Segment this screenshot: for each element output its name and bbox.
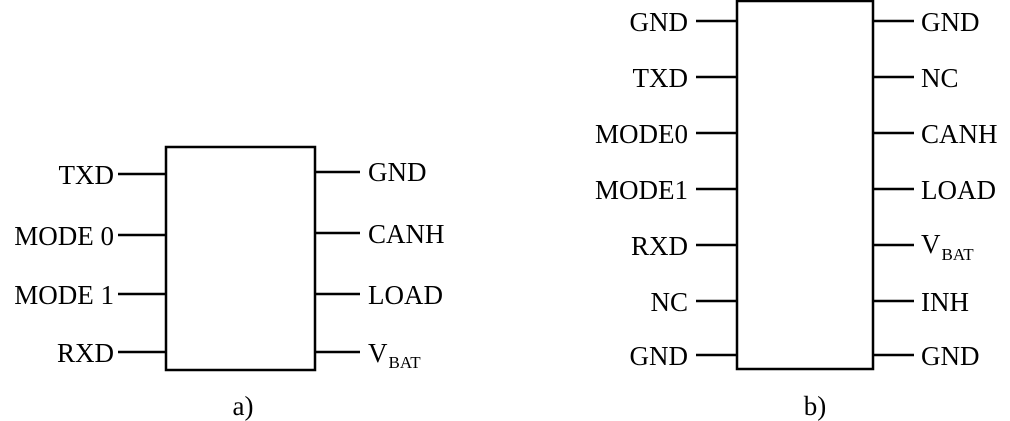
pin-label-left: MODE0 xyxy=(595,119,688,149)
pin-label-left: GND xyxy=(630,7,689,37)
pin-label-right: NC xyxy=(921,63,959,93)
pin-label-left: NC xyxy=(650,287,688,317)
pin-label-right: LOAD xyxy=(368,280,443,310)
pin-label-right: CANH xyxy=(368,219,445,249)
pin-label-right: VBAT xyxy=(921,229,974,264)
pin-label-right: VBAT xyxy=(368,338,421,372)
pin-label-right: INH xyxy=(921,287,969,317)
ic-package-a xyxy=(164,145,317,372)
pin-label-left: GND xyxy=(630,341,689,371)
pin-label-left: RXD xyxy=(57,338,114,368)
pin-label-left: TXD xyxy=(633,63,689,93)
pin-label-left: MODE 1 xyxy=(14,280,114,310)
pin-label-right: CANH xyxy=(921,119,998,149)
diagram-a: TXD MODE 0 MODE 1 RXD GND CANH LOAD VBAT… xyxy=(14,145,445,421)
diagram-b: GND TXD MODE0 MODE1 RXD NC GND GND NC CA… xyxy=(595,0,998,421)
ic-package-b xyxy=(735,0,875,371)
pin-label-right: GND xyxy=(368,157,427,187)
pin-label-left: RXD xyxy=(631,231,688,261)
pin-label-right: LOAD xyxy=(921,175,996,205)
caption-a: a) xyxy=(233,391,254,421)
pin-label-right: GND xyxy=(921,7,980,37)
pin-label-left: MODE 0 xyxy=(14,221,114,251)
pin-label-right: GND xyxy=(921,341,980,371)
caption-b: b) xyxy=(804,391,827,421)
pin-label-left: TXD xyxy=(59,160,115,190)
pin-label-left: MODE1 xyxy=(595,175,688,205)
